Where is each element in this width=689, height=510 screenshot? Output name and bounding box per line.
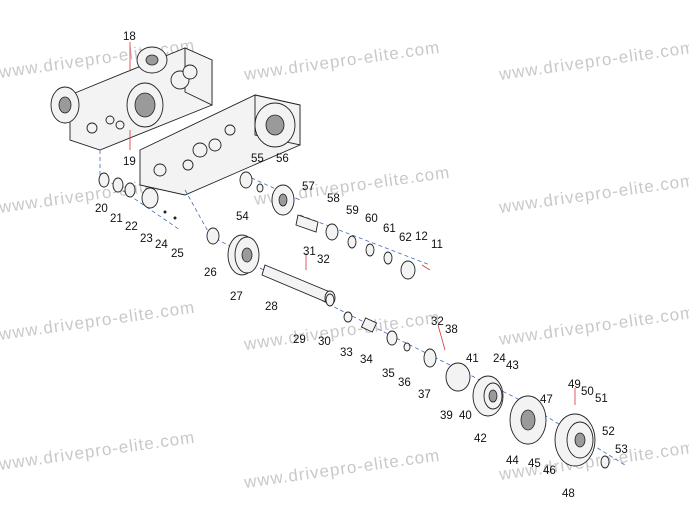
callout-label: 37 [418, 389, 431, 401]
callout-label: 33 [340, 347, 353, 359]
callout-label: 48 [562, 488, 575, 500]
callout-label: 46 [543, 465, 556, 477]
callout-label: 60 [365, 213, 378, 225]
callout-label: 57 [302, 181, 315, 193]
callout-label: 22 [125, 221, 138, 233]
callout-label: 38 [445, 324, 458, 336]
callout-label: 34 [360, 354, 373, 366]
callout-label: 36 [398, 377, 411, 389]
leader-lines [129, 42, 576, 405]
callout-label: 32 [317, 254, 330, 266]
upper-housing [50, 46, 213, 151]
parts-57-62 [295, 214, 416, 280]
watermark: www.drivepro-elite.com [497, 38, 689, 84]
callout-label: 44 [506, 455, 519, 467]
callout-label: 56 [276, 153, 289, 165]
callout-label: 45 [528, 458, 541, 470]
callout-label: 28 [265, 301, 278, 313]
callout-label: 49 [568, 379, 581, 391]
callout-label: 23 [140, 233, 153, 245]
callout-label: 40 [459, 410, 472, 422]
ring-set-20-25 [98, 172, 177, 220]
watermark: www.drivepro-elite.com [242, 38, 441, 84]
callout-label: 54 [236, 211, 249, 223]
watermark: www.drivepro-elite.com [497, 303, 689, 349]
watermark: www.drivepro-elite.com [0, 428, 196, 474]
hub-42 [472, 375, 504, 417]
callout-label: 52 [602, 426, 615, 438]
callout-label: 30 [318, 336, 331, 348]
callout-label: 59 [346, 205, 359, 217]
callout-label: 31 [303, 246, 316, 258]
wheel-hub-48 [554, 413, 610, 469]
shaft-28 [261, 264, 336, 306]
callout-label: 35 [382, 368, 395, 380]
watermark: www.drivepro-elite.com [242, 446, 441, 492]
callout-label: 25 [171, 248, 184, 260]
callout-label: 18 [123, 31, 136, 43]
parts-54-56 [239, 171, 295, 216]
callout-label: 47 [540, 394, 553, 406]
callout-label: 29 [293, 334, 306, 346]
callout-label: 12 [415, 231, 428, 243]
gear-27 [206, 227, 260, 276]
callout-label: 58 [327, 193, 340, 205]
callout-label: 20 [95, 203, 108, 215]
callout-label: 24 [493, 353, 506, 365]
lower-housing [139, 94, 301, 196]
callout-label: 24 [155, 239, 168, 251]
callout-label: 39 [440, 410, 453, 422]
callout-labels: 18 19 20 21 22 23 24 25 26 27 28 29 30 3… [95, 31, 628, 500]
callout-label: 61 [383, 223, 396, 235]
callout-label: 19 [123, 156, 136, 168]
brake-44 [509, 395, 547, 445]
callout-label: 43 [506, 360, 519, 372]
callout-label: 55 [251, 153, 264, 165]
callout-label: 26 [204, 267, 217, 279]
callout-label: 32 [431, 316, 444, 328]
parts-30-37 [325, 293, 471, 392]
callout-label: 53 [615, 444, 628, 456]
watermark: www.drivepro-elite.com [0, 298, 196, 344]
callout-label: 42 [474, 433, 487, 445]
callout-label: 51 [595, 393, 608, 405]
callout-label: 41 [466, 353, 479, 365]
watermark: www.drivepro-elite.com [497, 171, 689, 217]
callout-label: 11 [431, 239, 443, 251]
callout-label: 27 [230, 291, 243, 303]
callout-label: 50 [581, 386, 594, 398]
callout-label: 62 [399, 232, 412, 244]
callout-label: 21 [110, 213, 123, 225]
